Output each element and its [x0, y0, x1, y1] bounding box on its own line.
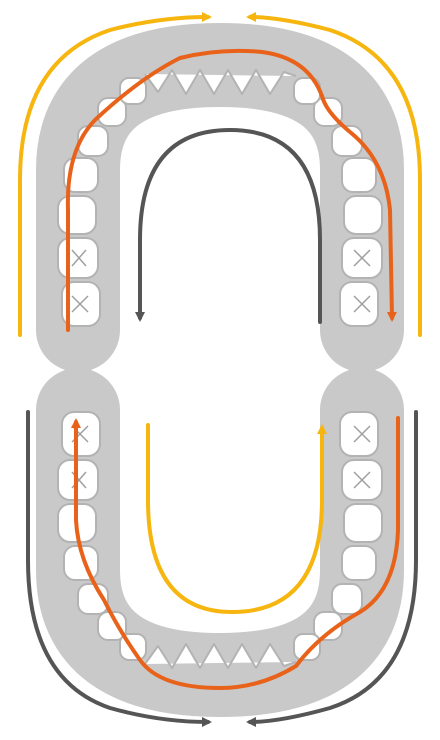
tooth — [58, 196, 96, 234]
tooth — [344, 196, 382, 234]
tooth — [342, 546, 376, 580]
lower-arch — [28, 410, 416, 722]
tooth — [340, 412, 378, 456]
tooth — [58, 238, 98, 278]
tooth — [344, 504, 382, 542]
tooth — [78, 126, 108, 156]
upper-arch — [20, 17, 420, 335]
tooth — [342, 158, 376, 192]
tooth — [332, 584, 362, 614]
upper-dark-inner-arrow — [140, 130, 320, 322]
tooth — [294, 634, 320, 660]
lower-yellow-inner-arrow — [148, 425, 322, 612]
tooth — [340, 282, 378, 326]
